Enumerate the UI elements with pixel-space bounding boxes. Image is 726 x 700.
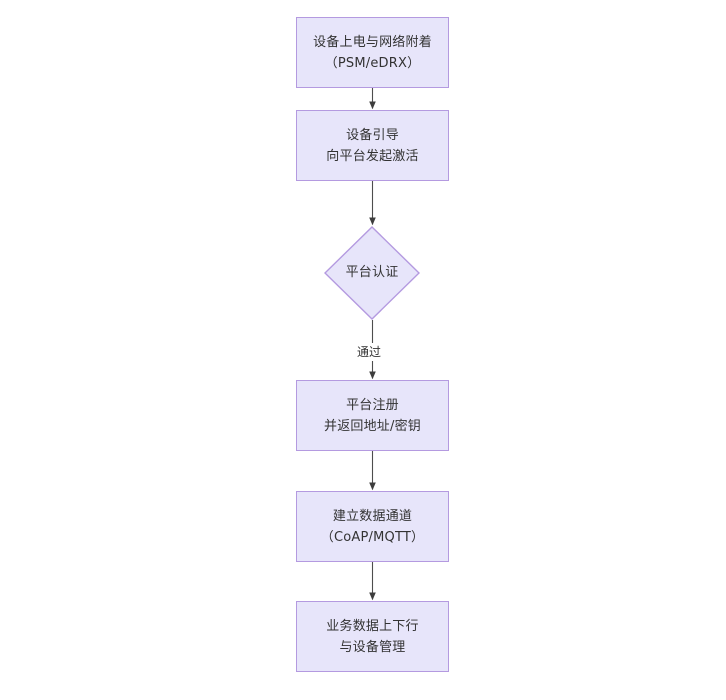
decision-label-wrap: 平台认证 <box>324 226 420 320</box>
edge-label-pass: 通过 <box>355 343 384 361</box>
flow-node-label: 设备上电与网络附着 （PSM/eDRX） <box>313 34 432 71</box>
flow-node-business-data-and-device-management[interactable]: 业务数据上下行 与设备管理 <box>296 601 449 672</box>
flow-node-platform-registration[interactable]: 平台注册 并返回地址/密钥 <box>296 380 449 451</box>
diamond-shape <box>324 226 420 320</box>
flow-node-platform-authentication[interactable]: 平台认证 <box>324 226 420 320</box>
flow-node-device-power-on[interactable]: 设备上电与网络附着 （PSM/eDRX） <box>296 17 449 88</box>
flow-node-device-bootstrap[interactable]: 设备引导 向平台发起激活 <box>296 110 449 181</box>
flow-node-label: 平台注册 并返回地址/密钥 <box>324 397 421 434</box>
flow-node-label: 业务数据上下行 与设备管理 <box>326 618 419 655</box>
flow-node-label: 设备引导 向平台发起激活 <box>326 127 419 164</box>
flow-node-label: 平台认证 <box>345 265 399 280</box>
flow-node-establish-data-channel[interactable]: 建立数据通道 （CoAP/MQTT） <box>296 491 449 562</box>
flow-node-label: 建立数据通道 （CoAP/MQTT） <box>320 508 425 545</box>
